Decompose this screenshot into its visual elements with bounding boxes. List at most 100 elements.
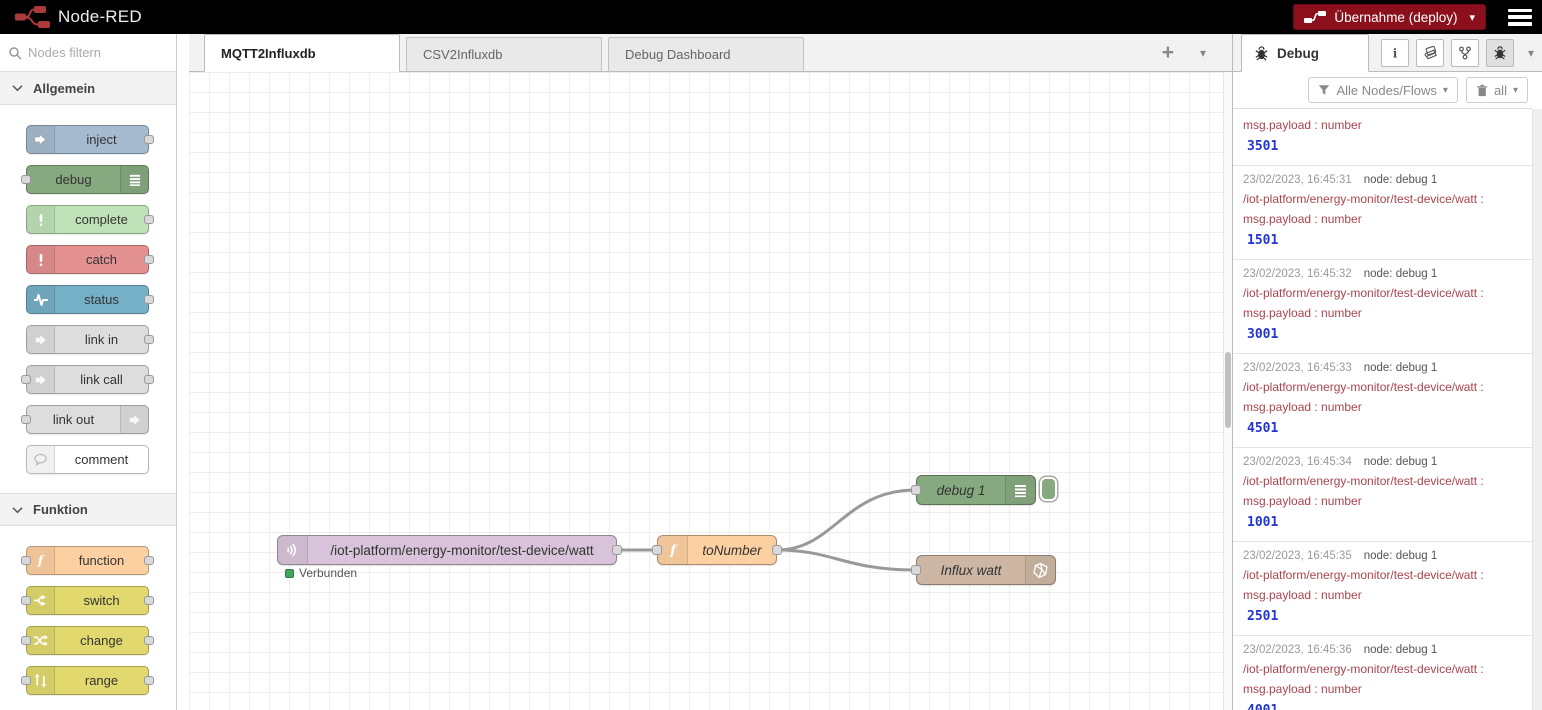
node-label: /iot-platform/energy-monitor/test-device… [330, 542, 594, 558]
palette-category-funktion[interactable]: Funktion [0, 493, 176, 526]
message-topic: /iot-platform/energy-monitor/test-device… [1243, 662, 1484, 676]
node-label: Influx watt [940, 562, 1002, 578]
help-sidebar-button[interactable] [1416, 39, 1444, 67]
message-payload-value[interactable]: 1501 [1247, 233, 1279, 248]
influx-input-port[interactable] [911, 565, 921, 575]
node-label: toNumber [702, 542, 762, 558]
svg-text:i: i [1393, 47, 1398, 61]
tab-debug[interactable]: Debug [1241, 34, 1369, 72]
flow-canvas[interactable]: /iot-platform/energy-monitor/test-device… [189, 72, 1232, 710]
message-payload-type: msg.payload : number [1243, 588, 1362, 602]
palette-node-change[interactable]: change [21, 626, 154, 655]
palette-node-label: comment [74, 452, 129, 467]
message-payload-value[interactable]: 4501 [1247, 421, 1279, 436]
flow-wires [617, 488, 917, 572]
palette-node-range[interactable]: range [21, 666, 154, 695]
tab-debug-dashboard[interactable]: Debug Dashboard [608, 37, 804, 71]
palette-node-catch[interactable]: catch [26, 245, 154, 274]
palette-search[interactable] [0, 34, 176, 72]
output-port [144, 215, 154, 224]
output-port [144, 676, 154, 685]
tab-mqtt2influxdb[interactable]: MQTT2Influxdb [204, 34, 400, 72]
palette-node-inject[interactable]: inject [26, 125, 154, 154]
palette-node-status[interactable]: status [26, 285, 154, 314]
palette-node-complete[interactable]: complete [26, 205, 154, 234]
input-port [21, 415, 31, 424]
palette-node-label: link out [52, 412, 95, 427]
flow-node-function[interactable]: f toNumber [657, 535, 777, 565]
main-menu-button[interactable] [1508, 8, 1532, 26]
message-payload-value[interactable]: 4001 [1243, 699, 1522, 710]
output-port [144, 375, 154, 384]
flow-node-influxdb-out[interactable]: Influx watt [916, 555, 1056, 585]
palette-category-allgemein[interactable]: Allgemein [0, 72, 176, 105]
node-palette: Allgemein inject debug complete catch status l… [0, 34, 177, 710]
function-output-port[interactable] [772, 545, 782, 555]
link-arrow-icon [120, 406, 148, 433]
palette-node-link-call[interactable]: link call [21, 365, 154, 394]
palette-node-comment[interactable]: comment [26, 445, 149, 474]
flow-node-debug[interactable]: debug 1 [916, 475, 1036, 505]
palette-node-switch[interactable]: switch [21, 586, 154, 615]
canvas-vertical-scrollbar[interactable] [1223, 72, 1232, 710]
sidebar-options-caret-icon[interactable]: ▾ [1527, 46, 1534, 60]
input-port [21, 596, 31, 605]
tab-csv2influxdb[interactable]: CSV2Influxdb [406, 37, 602, 71]
palette-node-link-out[interactable]: link out [21, 405, 149, 434]
deploy-button[interactable]: Übernahme (deploy) ▾ [1293, 4, 1486, 30]
deploy-icon [1304, 10, 1327, 24]
message-payload-value[interactable]: 2501 [1247, 609, 1279, 624]
debug-filter-button[interactable]: Alle Nodes/Flows ▾ [1308, 77, 1458, 103]
info-sidebar-button[interactable]: i [1381, 39, 1409, 67]
flow-node-mqtt-in[interactable]: /iot-platform/energy-monitor/test-device… [277, 535, 617, 565]
palette-node-label: switch [83, 593, 120, 608]
flow-list-caret-icon[interactable]: ▾ [1199, 46, 1206, 60]
header: Node-RED Übernahme (deploy) ▾ [0, 0, 1542, 34]
palette-node-label: complete [75, 212, 128, 227]
exclamation-icon [27, 246, 55, 273]
list-icon [120, 166, 148, 193]
debug-input-port[interactable] [911, 485, 921, 495]
exclamation-icon [27, 206, 55, 233]
context-sidebar-button[interactable] [1451, 39, 1479, 67]
message-payload-value[interactable]: 1001 [1247, 515, 1279, 530]
deploy-caret-icon[interactable]: ▾ [1469, 11, 1475, 24]
chevron-down-icon [12, 84, 23, 92]
debug-sidebar-button[interactable] [1486, 39, 1514, 67]
input-port [21, 375, 31, 384]
message-payload-value[interactable]: 3501 [1247, 139, 1279, 154]
mqtt-output-port[interactable] [612, 545, 622, 555]
palette-node-debug[interactable]: debug [21, 165, 149, 194]
debug-scrollbar[interactable] [1532, 109, 1542, 710]
comment-bubble-icon [27, 446, 55, 473]
link-arrow-icon [27, 366, 55, 393]
message-payload-type: msg.payload : number [1243, 212, 1362, 226]
message-payload-value[interactable]: 3001 [1247, 327, 1279, 342]
category-label: Allgemein [33, 80, 96, 96]
message-timestamp: 23/02/2023, 16:45:32 [1243, 268, 1352, 280]
scrollbar-thumb[interactable] [1225, 352, 1231, 428]
palette-node-link-in[interactable]: link in [26, 325, 154, 354]
palette-search-input[interactable] [28, 45, 158, 60]
message-payload-type: msg.payload : number [1243, 494, 1362, 508]
search-icon [8, 46, 22, 60]
debug-clear-button[interactable]: all ▾ [1465, 77, 1528, 103]
add-flow-button[interactable]: + [1161, 41, 1174, 64]
debug-enable-toggle[interactable] [1040, 477, 1057, 501]
message-timestamp: 23/02/2023, 16:45:36 [1243, 644, 1352, 656]
function-input-port[interactable] [652, 545, 662, 555]
svg-text:f: f [669, 544, 678, 559]
